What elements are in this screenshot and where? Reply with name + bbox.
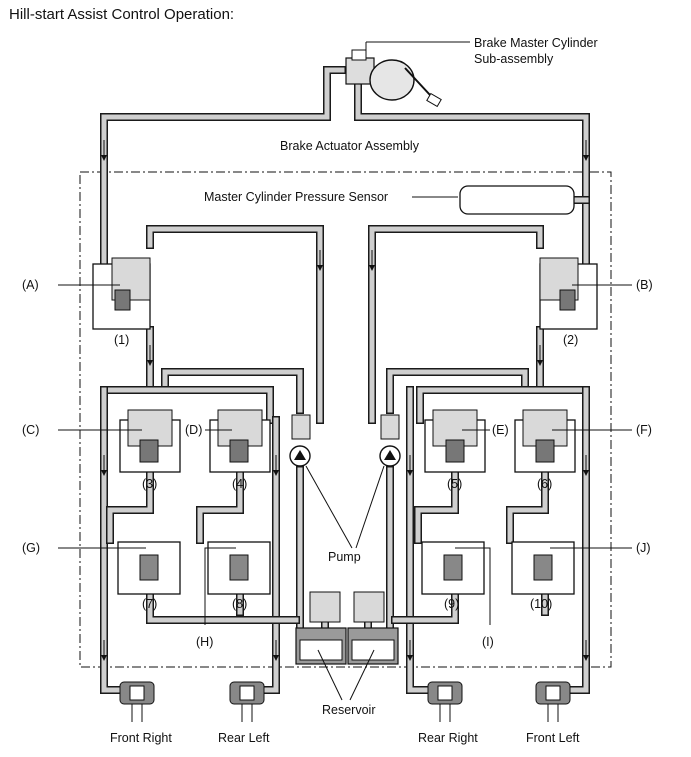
- valve-4: [209, 409, 271, 473]
- brake-master-cylinder: [345, 41, 470, 108]
- valve-number-9: (9): [444, 597, 459, 611]
- wheel-cylinder-front-left: [535, 681, 571, 722]
- solenoid-valves: [92, 257, 598, 595]
- wheel-label-rear-right: Rear Right: [418, 731, 478, 745]
- valve-letter-h: (H): [196, 635, 213, 649]
- valve-6: [514, 409, 576, 473]
- valve-letter-g: (G): [22, 541, 40, 555]
- valve-number-2: (2): [563, 333, 578, 347]
- pressure-sensor-label: Master Cylinder Pressure Sensor: [204, 190, 388, 204]
- reservoir-left: [295, 591, 347, 665]
- valve-letter-i: (I): [482, 635, 494, 649]
- valve-letter-d: (D): [185, 423, 202, 437]
- valve-letter-j: (J): [636, 541, 651, 555]
- valve-letter-a: (A): [22, 278, 39, 292]
- valve-number-4: (4): [232, 477, 247, 491]
- valve-5: [424, 409, 486, 473]
- valve-number-5: (5): [447, 477, 462, 491]
- brake-pipes: [100, 66, 590, 694]
- valve-9: [421, 541, 485, 595]
- valve-number-6: (6): [537, 477, 552, 491]
- valve-number-1: (1): [114, 333, 129, 347]
- valve-letter-b: (B): [636, 278, 653, 292]
- page-title: Hill-start Assist Control Operation:: [9, 6, 235, 23]
- wheel-label-front-left: Front Left: [526, 731, 580, 745]
- master-cylinder-label: Brake Master Cylinder: [474, 36, 598, 50]
- pressure-sensor-box: [459, 185, 575, 215]
- valve-10: [511, 541, 575, 595]
- wheel-cylinder-front-right: [119, 681, 155, 722]
- valve-3: [119, 409, 181, 473]
- wheel-label-front-right: Front Right: [110, 731, 172, 745]
- valve-number-10: (10): [530, 597, 552, 611]
- pump-right: [379, 414, 401, 467]
- pump-left: [289, 414, 311, 467]
- reservoir-right: [347, 591, 399, 665]
- pump-label: Pump: [328, 550, 361, 564]
- valve-letter-e: (E): [492, 423, 509, 437]
- valve-7: [117, 541, 181, 595]
- valve-1: [92, 257, 151, 330]
- master-cylinder-label-line2: Sub-assembly: [474, 52, 554, 66]
- wheel-cylinder-rear-right: [427, 681, 463, 722]
- valve-number-8: (8): [232, 597, 247, 611]
- actuator-label: Brake Actuator Assembly: [280, 139, 420, 153]
- valve-number-7: (7): [142, 597, 157, 611]
- valve-letter-f: (F): [636, 423, 652, 437]
- valve-number-3: (3): [142, 477, 157, 491]
- valve-letter-c: (C): [22, 423, 39, 437]
- wheel-cylinder-rear-left: [229, 681, 265, 722]
- wheel-label-rear-left: Rear Left: [218, 731, 270, 745]
- reservoir-label: Reservoir: [322, 703, 376, 717]
- leader-lines: [58, 284, 632, 625]
- valve-8: [207, 541, 271, 595]
- actuator-boundary: [79, 171, 612, 668]
- flow-arrows: [101, 140, 589, 661]
- valve-2: [539, 257, 598, 330]
